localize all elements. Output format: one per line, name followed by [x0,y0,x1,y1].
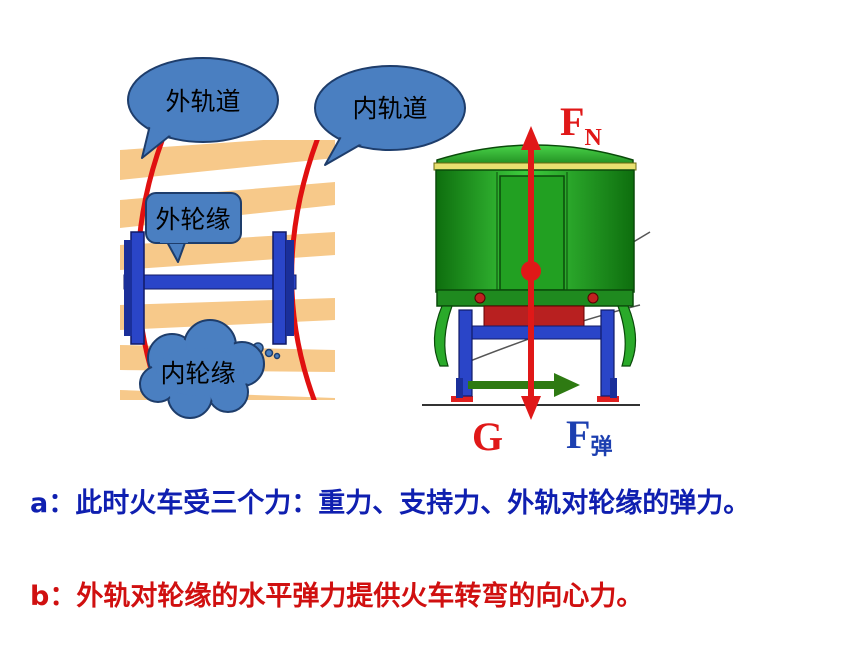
car-underframe [436,289,634,307]
outer-wheel-flange [124,240,132,336]
normal-force-label: FN [560,99,602,151]
caption-line-a: a：此时火车受三个力：重力、支持力、外轨对轮缘的弹力。 [30,488,751,519]
outer-wheel [130,231,145,345]
inner-track-bubble: 内轨道 [314,65,466,166]
elastic-force-arrow [468,373,580,397]
outer-flange-bubble: 外轮缘 [145,192,242,263]
gravity-label: G [472,414,503,459]
outer-track-bubble: 外轨道 [127,57,279,159]
outer-track-label: 外轨道 [165,87,240,116]
inner-flange-label: 内轮缘 [160,359,235,388]
elastic-force-label: F弹 [566,412,612,460]
inner-wheel [272,231,287,345]
caption-line-b: b：外轨对轮缘的水平弹力提供火车转弯的向心力。 [30,581,644,612]
elastic-force-symbol: F [566,412,590,457]
train-right-wheel [600,309,615,397]
outer-flange-label: 外轮缘 [155,205,230,234]
scene: 外轨道 内轨道 外轮缘 [120,57,651,460]
left-rail-head [451,396,473,402]
train-right-flange [610,378,617,398]
right-rail-head [597,396,619,402]
train-left-wheel [458,309,473,397]
train-axle [461,325,613,340]
left-skirt [433,305,453,367]
normal-force-arrow [521,126,541,271]
train-left-flange [456,378,463,398]
inner-wheel-flange [286,240,294,336]
elastic-force-subscript: 弹 [590,435,612,460]
train-force-diagram: FN G F弹 [422,99,651,460]
inner-flange-bubble: 内轮缘 [139,319,281,419]
axle [123,274,297,290]
right-skirt [617,305,637,367]
inner-track-label: 内轨道 [352,94,427,123]
left-lamp [474,292,486,304]
right-lamp [587,292,599,304]
normal-force-symbol: F [560,99,584,144]
center-of-mass [521,261,541,281]
gravity-arrow [521,271,541,420]
roof-trim [433,162,637,171]
normal-force-subscript: N [584,125,602,151]
curved-track-diagram: 外轨道 内轨道 外轮缘 [120,57,466,419]
wheelset [123,231,297,345]
